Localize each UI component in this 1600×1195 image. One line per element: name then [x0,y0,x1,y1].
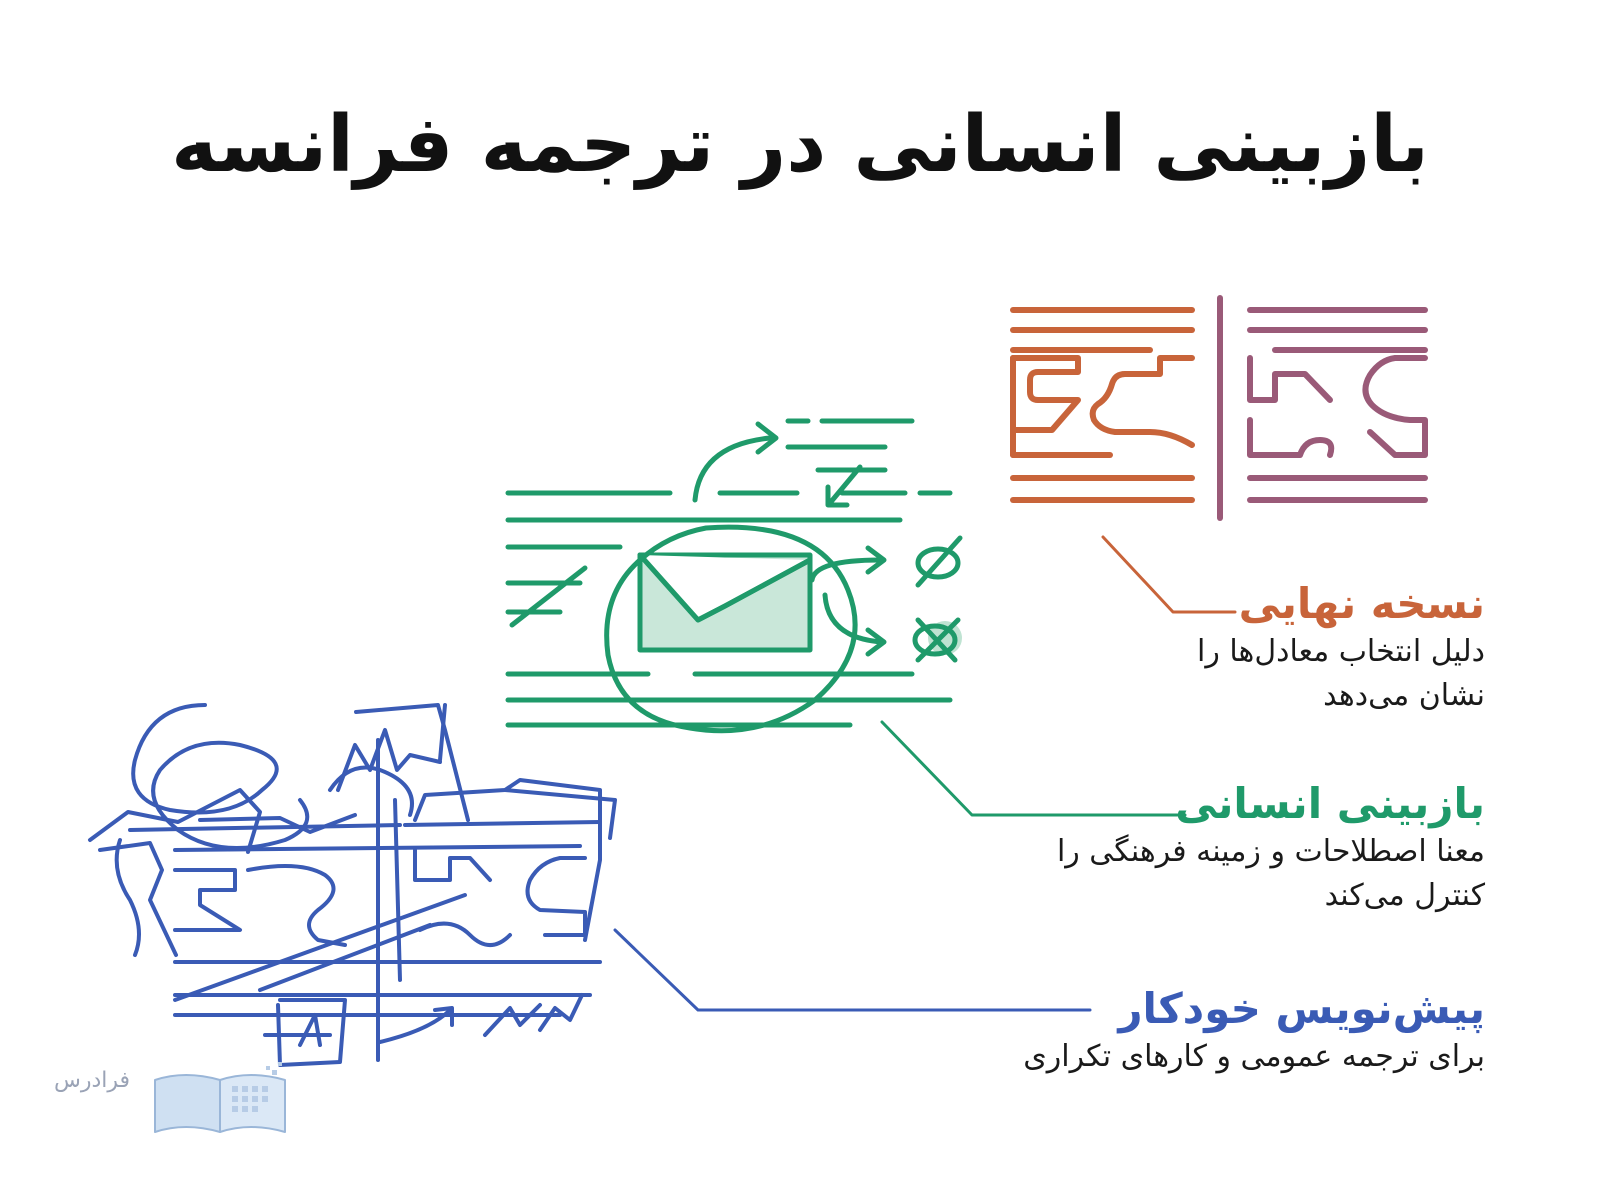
label-auto-draft: پیش‌نویس خودکار برای ترجمه عمومی و کارها… [1023,984,1485,1079]
final-version-description: دلیل انتخاب معادل‌ها را نشان می‌دهد [1197,634,1485,713]
envelope-review-icon [505,418,963,734]
label-final-version: نسخه نهایی دلیل انتخاب معادل‌ها را نشان … [1197,579,1485,717]
human-review-description: معنا اصطلاحات و زمینه فرهنگی را کنترل می… [1056,834,1485,913]
page-title: بازبینی انسانی در ترجمه فرانسه [171,100,1429,190]
auto-draft-heading: پیش‌نویس خودکار [1118,984,1485,1033]
human-connector-line [880,720,1187,817]
auto-draft-description: برای ترجمه عمومی و کارهای تکراری [1023,1039,1485,1075]
label-human-review: بازبینی انسانی معنا اصطلاحات و زمینه فره… [1056,779,1485,917]
final-connector-line [1101,535,1237,614]
logo-text: فرادرس [54,1068,131,1093]
human-review-heading: بازبینی انسانی [1175,779,1485,828]
final-version-heading: نسخه نهایی [1238,579,1485,628]
two-column-document-icon [1010,295,1428,521]
scribbled-draft-icon [88,703,617,1067]
auto-connector-line [613,928,1092,1012]
open-book-logo-icon [154,1062,286,1133]
